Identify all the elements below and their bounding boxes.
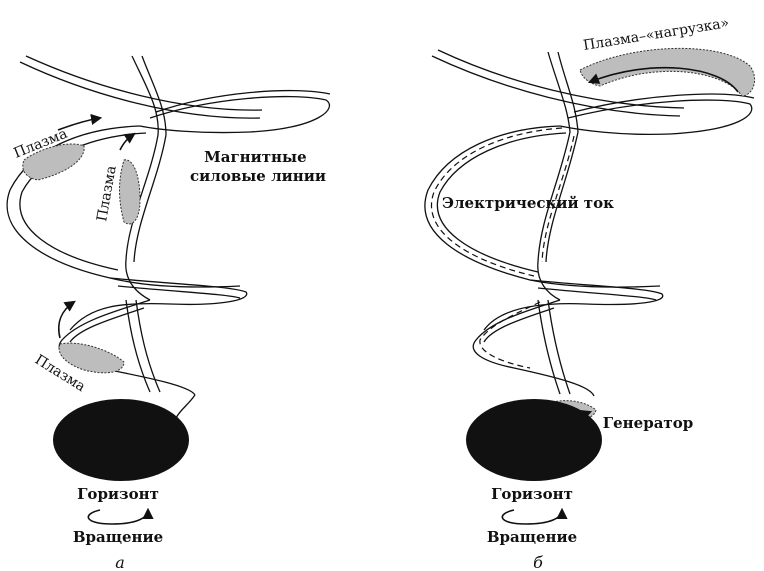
magnetic-lines-label-line1: Магнитные — [204, 148, 306, 166]
plasma-label-a2: Плазма — [94, 164, 120, 222]
plasma-arrow-a3 — [58, 300, 76, 339]
rotation-arrow-a — [87, 507, 154, 525]
rotation-arrow-b — [501, 507, 568, 525]
plasma-region-a3 — [58, 342, 125, 374]
caption-a: а — [115, 553, 125, 571]
current-path-lower — [479, 301, 541, 369]
load-current-arrow — [587, 66, 739, 93]
current-label: Электрический ток — [442, 194, 614, 212]
caption-b: б — [533, 553, 543, 571]
current-path-outer — [431, 127, 563, 277]
panel-a: Плазма Плазма Плазма Магнитные силовые л… — [6, 55, 331, 571]
magnetic-field-ribbons-b — [424, 49, 755, 397]
plasma-region-a1 — [22, 143, 85, 181]
horizon-label-a: Горизонт — [77, 485, 159, 503]
horizon-label-b: Горизонт — [491, 485, 573, 503]
plasma-region-a2 — [119, 159, 141, 225]
load-plasma-region — [579, 47, 755, 97]
load-label: Плазма–«нагрузка» — [582, 15, 730, 54]
plasma-arrow-a2 — [119, 132, 136, 151]
current-path-inner — [541, 135, 575, 263]
rotation-label-b: Вращение — [487, 528, 577, 546]
black-hole-a — [53, 399, 189, 481]
generator-label: Генератор — [603, 414, 693, 432]
rotation-label-a: Вращение — [73, 528, 163, 546]
magnetic-lines-label-line2: силовые линии — [190, 167, 326, 185]
panel-b: Плазма–«нагрузка» Электрический ток Гене… — [424, 15, 755, 571]
plasma-arrow-a1 — [57, 113, 103, 131]
magnetic-lines-label: Магнитные силовые линии — [190, 148, 326, 185]
black-hole-b — [466, 399, 602, 481]
